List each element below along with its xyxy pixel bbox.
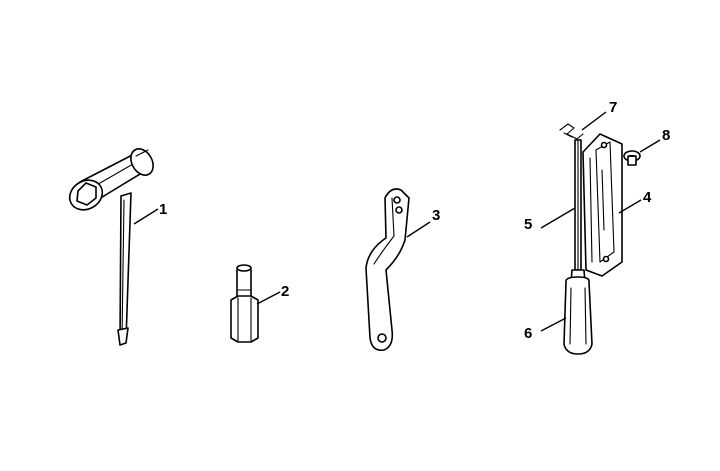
callout-8: 8 (662, 127, 670, 144)
screw-drawing (623, 150, 641, 166)
leader-6 (540, 317, 567, 332)
leader-8 (639, 139, 661, 153)
spanner-wrench-drawing (365, 188, 410, 352)
callout-5: 5 (524, 216, 532, 233)
retaining-clip-drawing (559, 123, 584, 140)
scrench-drawing (68, 148, 154, 346)
round-file-drawing (574, 139, 582, 271)
callout-4: 4 (643, 189, 652, 206)
file-handle-drawing (563, 269, 593, 355)
callout-3: 3 (432, 207, 440, 224)
callout-2: 2 (281, 283, 289, 300)
leader-2 (256, 291, 281, 305)
file-holder-drawing (582, 133, 623, 277)
leader-3 (406, 221, 431, 238)
leader-4 (618, 199, 642, 214)
leader-1 (133, 208, 159, 225)
leader-5 (540, 207, 576, 229)
callout-1: 1 (159, 201, 167, 218)
callout-6: 6 (524, 325, 532, 342)
callout-7: 7 (609, 99, 617, 116)
hex-socket-drawing (230, 264, 259, 343)
leader-7 (581, 111, 607, 131)
